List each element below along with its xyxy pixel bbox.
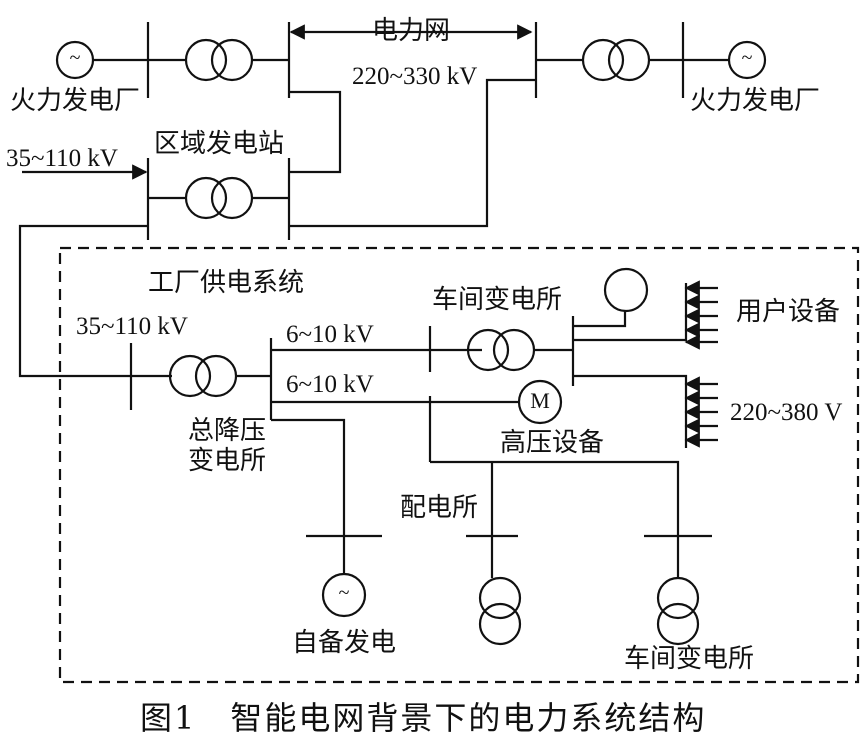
self-generator-symbol [321,572,367,618]
transformer-right-plant-a [581,38,625,82]
distribution-station-label: 配电所 [400,493,479,523]
user-equipment-label: 用户设备 [736,297,841,327]
transformer-right-plant-b [607,38,651,82]
self-generator-tilde: ~ [338,582,350,604]
thermal-plant-right-label: 火力发电厂 [690,86,821,116]
transformer-dist-a [478,576,522,620]
transformer-regional-a [184,176,228,220]
transformer-main-b [194,354,238,398]
thermal-plant-left-label: 火力发电厂 [10,86,141,116]
generator-right-tilde: ~ [741,47,753,69]
mv-voltage-label-1: 6~10 kV [286,321,374,348]
power-grid-label: 电力网 [372,16,451,46]
transformer-main-a [168,354,212,398]
workshop-substation-top-label: 车间变电所 [432,285,563,315]
regional-input-voltage-label: 35~110 kV [6,145,118,172]
transformer-workshop-top-b [492,328,536,372]
main-step-down-label-line1: 总降压 [188,416,267,446]
mv-voltage-label-2: 6~10 kV [286,371,374,398]
factory-boundary [58,246,860,684]
regional-station-label: 区域发电站 [154,129,285,159]
lv-voltage-label: 220~380 V [730,399,843,426]
transformer-dist-b [478,602,522,646]
hv-equipment-label: 高压设备 [500,428,605,458]
user-equipment-arrows-bottom [684,376,718,448]
transformer-left-plant-b [210,38,254,82]
factory-input-voltage-label: 35~110 kV [76,313,188,340]
generator-right-symbol [727,40,767,80]
self-generation-label: 自备发电 [292,628,397,658]
transformer-left-plant-a [184,38,228,82]
generator-left-tilde: ~ [69,47,81,69]
transformer-regional-b [210,176,254,220]
transformer-workshop-bottom-a [656,576,700,620]
hv-motor-symbol [517,379,563,425]
transformer-workshop-bottom-b [656,602,700,646]
transformer-workshop-top-a [466,328,510,372]
figure-caption: 图1 智能电网背景下的电力系统结构 [140,699,707,737]
motor-letter: M [530,388,550,413]
workshop-substation-bottom-label: 车间变电所 [624,644,755,674]
factory-supply-system-label: 工厂供电系统 [148,268,305,298]
grid-voltage-label: 220~330 kV [352,63,478,90]
lv-generator-circle [603,267,649,313]
user-equipment-arrows-top [684,280,718,350]
main-step-down-label-line2: 变电所 [188,446,267,476]
